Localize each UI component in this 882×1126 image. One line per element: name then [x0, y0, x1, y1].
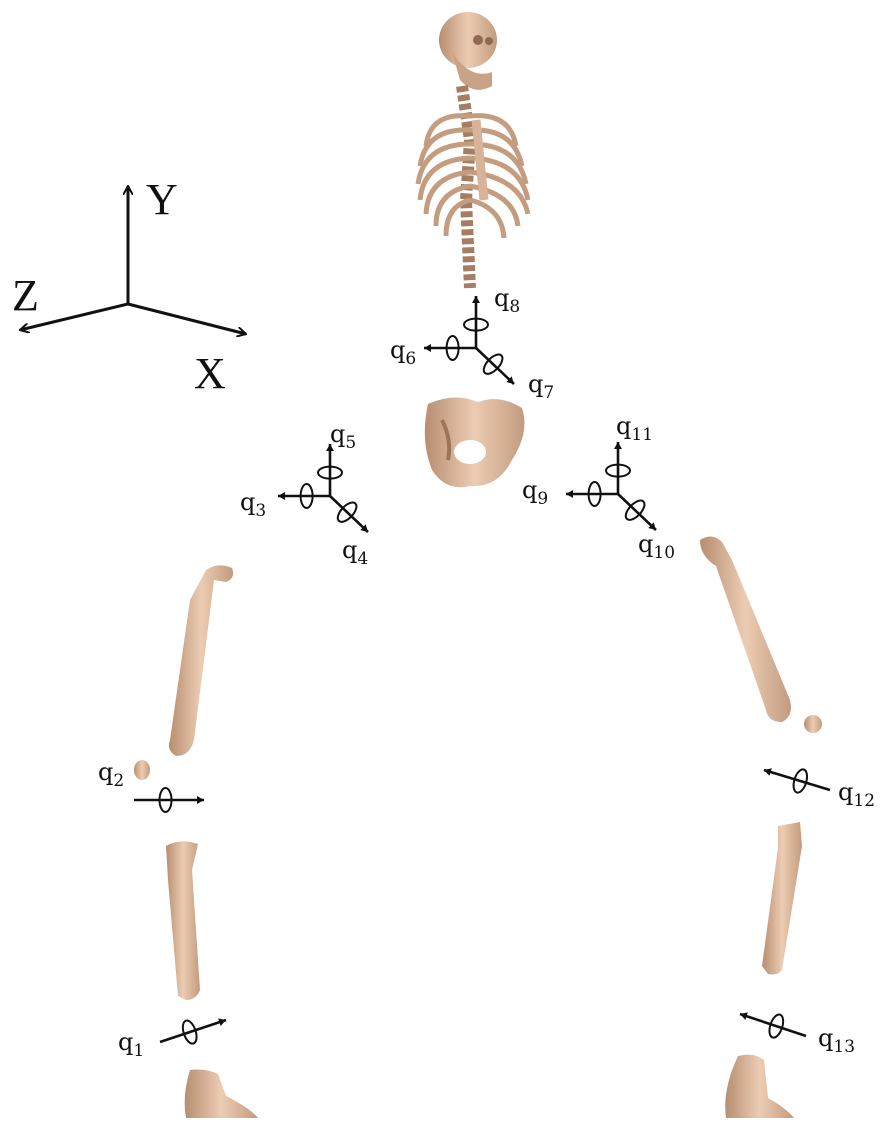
- joint-label-q8: q8: [494, 284, 520, 317]
- joint-label-q7: q7: [528, 370, 554, 403]
- joint-label-q11: q11: [616, 412, 653, 445]
- joint-axes-hip-right-left-icon: [566, 482, 618, 506]
- right-patella: [804, 715, 822, 733]
- joint-axes-hip-right-up-icon: [606, 442, 630, 494]
- joint-axis-q2-icon: [134, 788, 204, 812]
- x-axis-label: X: [194, 349, 226, 398]
- joint-axes-lumbar-left-icon: [424, 336, 476, 360]
- joint-label-q13: q13: [818, 1024, 855, 1057]
- spine-and-ribcage: [418, 86, 528, 288]
- joint-label-q10: q10: [638, 530, 675, 563]
- x-axis-arrow: [128, 304, 246, 334]
- joint-axis-q13-icon: [740, 1013, 806, 1040]
- joint-axis-q1-icon: [160, 1019, 226, 1046]
- right-tibia: [762, 822, 802, 975]
- joint-label-q5: q5: [330, 420, 356, 453]
- left-tibia: [166, 841, 200, 1000]
- joint-label-q12: q12: [838, 778, 875, 811]
- joint-label-q3: q3: [240, 488, 266, 521]
- joint-axes-hip-left-up-icon: [318, 444, 342, 496]
- joint-axis-q12-icon: [764, 768, 830, 794]
- joint-label-q1: q1: [118, 1028, 144, 1061]
- joint-axes-hip-right-diag-icon: [618, 494, 656, 530]
- joint-axes-lumbar-up-icon: [464, 296, 488, 348]
- joint-label-q4: q4: [342, 536, 368, 569]
- pelvis: [425, 397, 525, 487]
- joint-axes-hip-left-diag-icon: [330, 496, 368, 532]
- joint-axes-hip-left-left-icon: [278, 484, 330, 508]
- right-foot: [725, 1055, 794, 1118]
- joint-label-q9: q9: [522, 476, 548, 509]
- left-patella: [134, 760, 150, 780]
- right-femur: [700, 536, 791, 722]
- left-femur: [169, 565, 233, 756]
- coordinate-frame: [20, 186, 246, 334]
- joint-label-q6: q6: [390, 336, 416, 369]
- joint-label-q2: q2: [98, 758, 124, 791]
- left-foot: [185, 1070, 258, 1119]
- skull: [439, 12, 497, 90]
- z-axis-label: Z: [12, 271, 39, 320]
- y-axis-label: Y: [146, 175, 178, 224]
- joint-axes-lumbar-diag-icon: [476, 348, 514, 384]
